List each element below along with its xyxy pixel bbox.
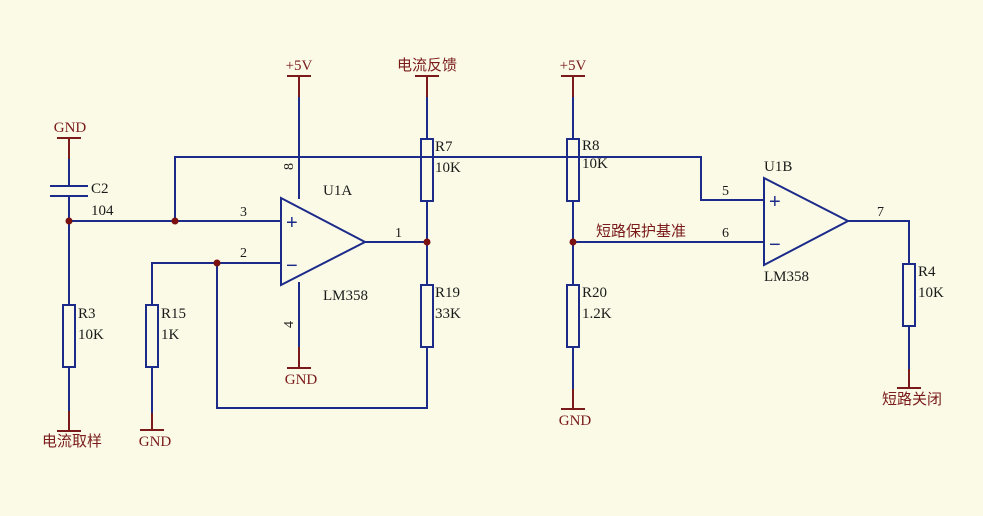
r15-ref: R15	[161, 306, 186, 322]
r7-ref: R7	[435, 139, 453, 155]
u1b-minus-sign: −	[769, 234, 781, 256]
c2-value: 104	[91, 203, 114, 219]
resistor-r4: R4 10K	[902, 263, 944, 327]
r15-value: 1K	[161, 327, 180, 343]
short-ref-label: 短路保护基准	[596, 222, 686, 240]
r3-ref: R3	[78, 306, 96, 322]
gnd-r15-label: GND	[139, 434, 172, 450]
u1a-pin1: 1	[395, 226, 402, 241]
resistor-r8: R8 10K	[566, 138, 608, 202]
gnd-u1a-label: GND	[285, 372, 318, 388]
junction-ref-node	[569, 238, 577, 246]
r20-value: 1.2K	[582, 306, 612, 322]
r19-value: 33K	[435, 306, 461, 322]
u1a-pin8: 8	[282, 163, 297, 170]
u1a-minus-sign: −	[286, 255, 298, 277]
r20-ref: R20	[582, 285, 607, 301]
current-feedback-label: 电流反馈	[397, 56, 457, 74]
u1a-pin3: 3	[240, 205, 247, 220]
short-off-label: 短路关闭	[882, 390, 942, 408]
vcc-r8-label: +5V	[560, 58, 587, 74]
junction-pin2-node	[213, 259, 221, 267]
vcc-u1a-label: +5V	[286, 58, 313, 74]
u1a-plus-sign: +	[286, 212, 298, 234]
u1b-ref: U1B	[764, 159, 792, 175]
u1b-part: LM358	[764, 269, 809, 285]
r19-ref: R19	[435, 285, 460, 301]
junction-pin3-node	[171, 217, 179, 225]
c2-ref: C2	[91, 181, 109, 197]
resistor-r3: R3 10K	[62, 304, 104, 368]
u1a-pin2: 2	[240, 246, 247, 261]
gnd-r20-label: GND	[559, 413, 592, 429]
junctions	[65, 217, 577, 267]
resistor-r7: R7 10K	[420, 138, 461, 202]
junction-out1-node	[423, 238, 431, 246]
r3-value: 10K	[78, 327, 104, 343]
u1b-plus-sign: +	[769, 191, 781, 213]
r4-value: 10K	[918, 285, 944, 301]
capacitor-c2: C2 104	[50, 181, 114, 219]
resistor-r19: R19 33K	[420, 284, 461, 348]
r4-ref: R4	[918, 264, 936, 280]
r8-ref: R8	[582, 138, 600, 154]
wires	[68, 97, 910, 413]
power-symbols: +5V 电流反馈 +5V GND GND GND GND 电流取样 短路关闭	[42, 56, 942, 450]
opamp-u1a: + − U1A LM358 3 2 1 8 4	[240, 163, 402, 328]
u1a-ref: U1A	[323, 183, 352, 199]
r8-value: 10K	[582, 156, 608, 172]
junction-c2-node	[65, 217, 73, 225]
u1b-pin6: 6	[722, 226, 729, 241]
u1a-part: LM358	[323, 288, 368, 304]
r7-value: 10K	[435, 160, 461, 176]
opamp-u1b: + − U1B LM358 5 6 7	[722, 159, 884, 285]
u1b-pin5: 5	[722, 184, 729, 199]
u1a-pin4: 4	[282, 321, 297, 328]
resistor-r20: R20 1.2K	[566, 284, 612, 348]
current-sample-label: 电流取样	[42, 432, 102, 450]
resistor-r15: R15 1K	[145, 304, 186, 368]
gnd-c2-label: GND	[54, 120, 87, 136]
u1b-pin7: 7	[877, 205, 884, 220]
